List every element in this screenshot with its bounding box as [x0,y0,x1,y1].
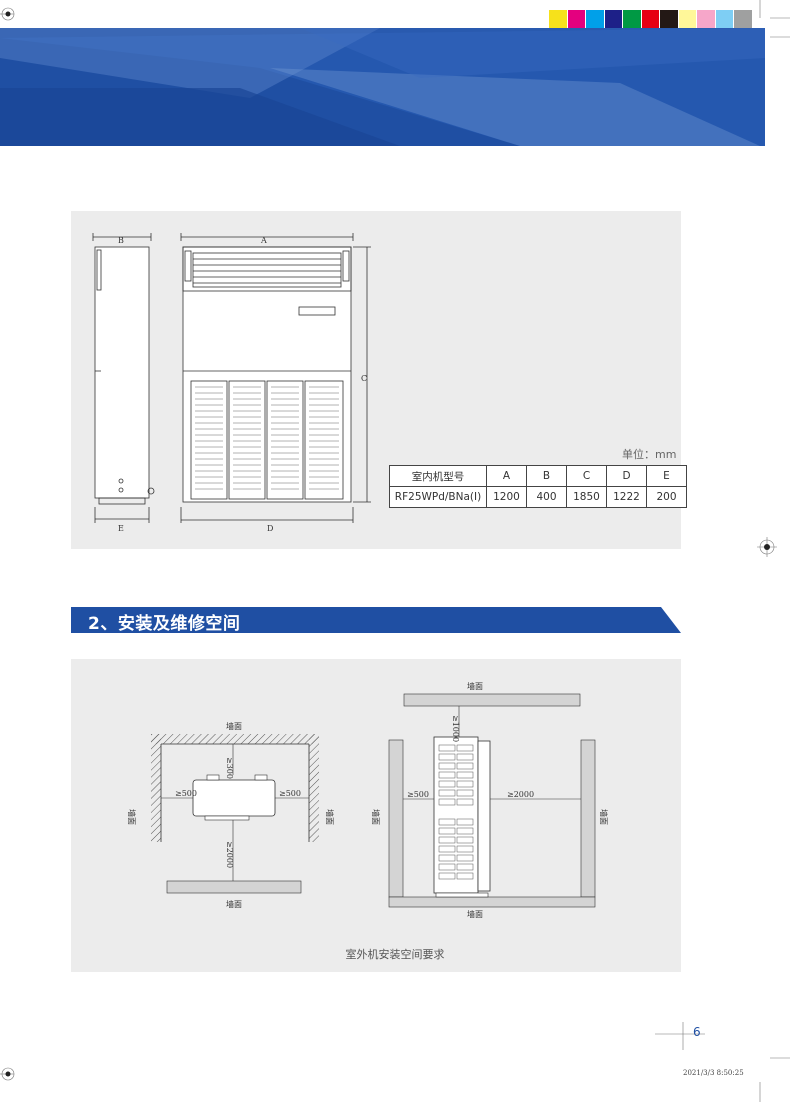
color-swatch [548,10,567,28]
page-number: 6 [693,1025,701,1039]
table-row: RF25WPd/BNa(I) 1200 400 1850 1222 200 [389,486,687,508]
table-cell: 1222 [606,486,647,508]
indoor-unit-drawing: B A C D E [92,233,371,533]
spec-table: 室内机型号 A B C D E RF25WPd/BNa(I) 1200 400 … [389,465,687,508]
color-swatch [640,10,659,28]
color-swatch [659,10,678,28]
table-cell: 200 [646,486,687,508]
wall-label: 墙面 [467,909,483,919]
header-banner [0,28,765,146]
wall-label: 墙面 [371,809,381,825]
table-cell: RF25WPd/BNa(I) [389,486,487,508]
print-timestamp: 2021/3/3 8:50:25 [683,1069,744,1077]
wall-label: 墙面 [599,809,609,825]
color-swatch [603,10,622,28]
table-cell: 1200 [486,486,527,508]
dim-label-e: E [118,524,124,533]
top-view-diagram: 墙面 墙面 墙面 墙面 ≥500 ≥500 ≥300 ≥2000 [127,721,335,909]
color-registration-strip [548,10,752,28]
dim-label-c: C [361,374,367,383]
color-swatch [733,10,752,28]
table-cell: 400 [526,486,567,508]
section-title: 2、安装及维修空间 [88,614,241,634]
table-header-cell: D [606,465,647,487]
side-view-diagram: 墙面 墙面 墙面 墙面 ≥1000 ≥500 ≥2000 [371,681,609,919]
table-cell: 1850 [566,486,607,508]
color-swatch [714,10,733,28]
dim-label-a: A [260,236,267,245]
clearance-label: ≥1000 [451,715,460,742]
clearance-label: ≥500 [175,789,197,798]
dim-label-d: D [267,524,273,533]
dim-label-b: B [118,236,124,245]
table-header-cell: B [526,465,567,487]
table-header-cell: 室内机型号 [389,465,487,487]
clearance-label: ≥300 [225,757,234,779]
clearance-label: ≥500 [407,790,429,799]
section-heading-bar [71,607,681,633]
color-swatch [677,10,696,28]
wall-label: 墙面 [467,681,483,691]
color-swatch [622,10,641,28]
clearance-label: ≥500 [279,789,301,798]
wall-label: 墙面 [226,899,242,909]
table-header-row: 室内机型号 A B C D E [389,465,687,487]
table-header-cell: C [566,465,607,487]
wall-label: 墙面 [127,809,137,825]
table-header-cell: E [646,465,687,487]
wall-label: 墙面 [325,809,335,825]
clearance-diagrams: 墙面 墙面 墙面 墙面 ≥500 ≥500 ≥300 ≥2000 [127,681,609,919]
wall-label: 墙面 [226,721,242,731]
unit-label: 单位：mm [622,448,677,461]
color-swatch [696,10,715,28]
table-header-cell: A [486,465,527,487]
clearance-label: ≥2000 [225,841,234,868]
clearance-panel [71,659,681,972]
diagram-caption: 室外机安装空间要求 [345,948,445,961]
color-swatch [566,10,585,28]
banner-decoration [0,28,765,146]
color-swatch [585,10,604,28]
clearance-label: ≥2000 [507,790,534,799]
